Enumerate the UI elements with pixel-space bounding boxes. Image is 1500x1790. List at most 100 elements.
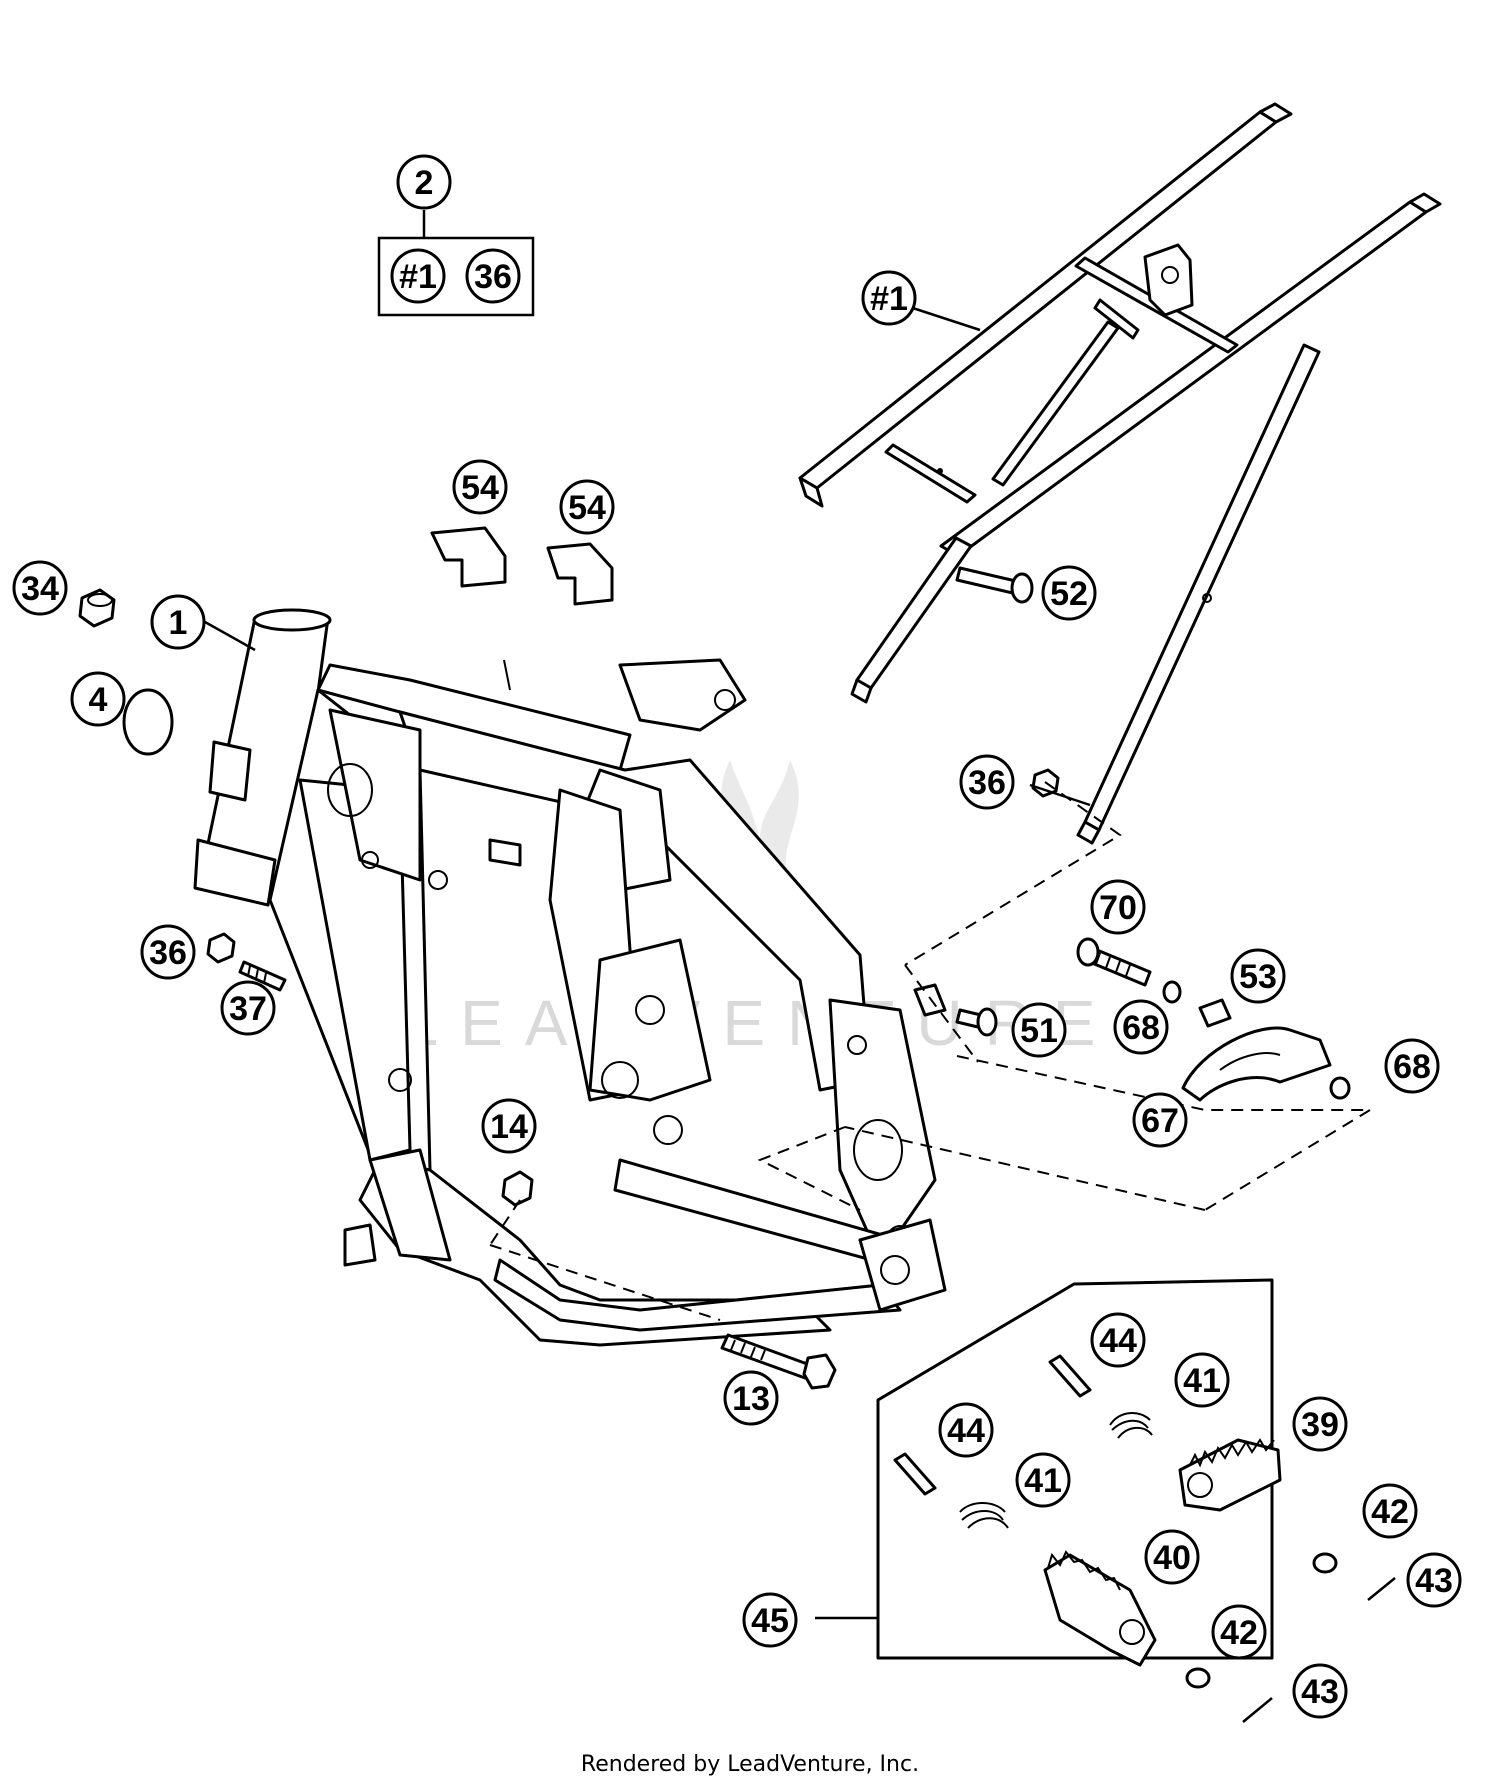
- callout-number: 51: [1020, 1012, 1058, 1050]
- callout-43a[interactable]: 43: [1406, 1552, 1462, 1608]
- callout-number: 43: [1415, 1562, 1453, 1600]
- pin-43b: [1242, 1697, 1273, 1723]
- callout-number: 52: [1050, 575, 1088, 613]
- callout-number: 34: [21, 570, 59, 608]
- callout-44a[interactable]: 44: [1090, 1312, 1146, 1368]
- bolt-52: [955, 566, 1034, 604]
- callout-circle: [390, 248, 446, 304]
- callout-circle: [1406, 1552, 1462, 1608]
- callout-number: 44: [1099, 1322, 1137, 1360]
- callout-circle: [723, 1370, 779, 1426]
- callout-36a[interactable]: 36: [959, 754, 1015, 810]
- callout-44b[interactable]: 44: [938, 1402, 994, 1458]
- callout-number: 36: [968, 764, 1006, 802]
- callout-54a[interactable]: 54: [452, 459, 508, 515]
- callout-52[interactable]: 52: [1041, 565, 1097, 621]
- callout-45[interactable]: 45: [742, 1592, 798, 1648]
- callout-number: 54: [461, 469, 499, 507]
- callout-number: 36: [474, 258, 512, 296]
- callout-circle: [1292, 1663, 1348, 1719]
- subframe: [798, 102, 1442, 845]
- pin-44a: [1048, 1354, 1092, 1398]
- kit-item-subframe[interactable]: #1: [390, 248, 446, 304]
- callout-circle: [150, 594, 206, 650]
- callout-circle: [12, 560, 68, 616]
- callout-circle: [1011, 1002, 1067, 1058]
- spacer-53: [1198, 998, 1232, 1028]
- callout-number: 41: [1183, 1362, 1221, 1400]
- callout-circle: [465, 248, 521, 304]
- callout-circle: [1090, 879, 1146, 935]
- callout-circle: [1041, 565, 1097, 621]
- callout-53[interactable]: 53: [1230, 948, 1286, 1004]
- bolt-37: [238, 960, 287, 992]
- spring-41a: [1109, 1412, 1153, 1439]
- callout-number: 67: [1141, 1102, 1179, 1140]
- callout-circle: [220, 980, 276, 1036]
- callout-circle: [140, 924, 196, 980]
- callout-13[interactable]: 13: [723, 1370, 779, 1426]
- callout-circle: [959, 754, 1015, 810]
- callout-36b[interactable]: 36: [140, 924, 196, 980]
- callout-68a[interactable]: 68: [1113, 999, 1169, 1055]
- callout-circle: [481, 1098, 537, 1154]
- callout-number: 53: [1239, 958, 1277, 996]
- pin-43a: [1367, 1577, 1396, 1601]
- callout-number: 39: [1301, 1406, 1339, 1444]
- bolt-70: [1076, 937, 1152, 987]
- callout-51[interactable]: 51: [1011, 1002, 1067, 1058]
- pad-54b: [546, 542, 614, 606]
- callout-circle: [861, 270, 917, 326]
- callout-number: 37: [229, 990, 267, 1028]
- callout-number: 43: [1301, 1673, 1339, 1711]
- callout-41b[interactable]: 41: [1015, 1452, 1071, 1508]
- callout-circle: [1174, 1352, 1230, 1408]
- callout-number: 42: [1220, 1614, 1258, 1652]
- callout-4[interactable]: 4: [70, 671, 126, 727]
- callout-70[interactable]: 70: [1090, 879, 1146, 935]
- callout-circle: [1384, 1038, 1440, 1094]
- pad-54a: [430, 526, 507, 588]
- callout-34[interactable]: 34: [12, 560, 68, 616]
- washer-42b: [1185, 1667, 1211, 1689]
- callout-circle: [1230, 948, 1286, 1004]
- callout-circle: [70, 671, 126, 727]
- callout-1[interactable]: 1: [150, 594, 206, 650]
- callout-number: #1: [870, 280, 908, 318]
- callout-42b[interactable]: 42: [1211, 1604, 1267, 1660]
- callout-43b[interactable]: 43: [1292, 1663, 1348, 1719]
- callout-number: 54: [568, 489, 606, 527]
- callout-kit-2[interactable]: 2: [396, 154, 452, 210]
- spring-41b: [959, 1502, 1009, 1529]
- callout-number: 68: [1393, 1048, 1431, 1086]
- callout-circle: [1015, 1452, 1071, 1508]
- assembly-lines: [489, 781, 1371, 1321]
- callout-circle: [742, 1592, 798, 1648]
- washer-42a: [1312, 1552, 1338, 1574]
- callout-circle: [1144, 1529, 1200, 1585]
- callout-circle: [1292, 1396, 1348, 1452]
- callout-37[interactable]: 37: [220, 980, 276, 1036]
- callout-14[interactable]: 14: [481, 1098, 537, 1154]
- washer-68a: [1162, 980, 1182, 1004]
- callout-41a[interactable]: 41: [1174, 1352, 1230, 1408]
- callout-h1[interactable]: #1: [861, 270, 917, 326]
- callout-circle: [1090, 1312, 1146, 1368]
- callout-68b[interactable]: 68: [1384, 1038, 1440, 1094]
- pin-44b: [893, 1452, 937, 1496]
- callout-42a[interactable]: 42: [1362, 1483, 1418, 1539]
- kit-item-nut[interactable]: 36: [465, 248, 521, 304]
- washer-68b: [1329, 1076, 1351, 1100]
- callout-54b[interactable]: 54: [559, 479, 615, 535]
- footpeg-39: [1178, 1438, 1282, 1512]
- callout-number: 68: [1122, 1009, 1160, 1047]
- callout-40[interactable]: 40: [1144, 1529, 1200, 1585]
- callout-circle: [1132, 1092, 1188, 1148]
- callout-39[interactable]: 39: [1292, 1396, 1348, 1452]
- callout-circle: [452, 459, 508, 515]
- callout-67[interactable]: 67: [1132, 1092, 1188, 1148]
- callout-number: 40: [1153, 1539, 1191, 1577]
- callout-circle: [1362, 1483, 1418, 1539]
